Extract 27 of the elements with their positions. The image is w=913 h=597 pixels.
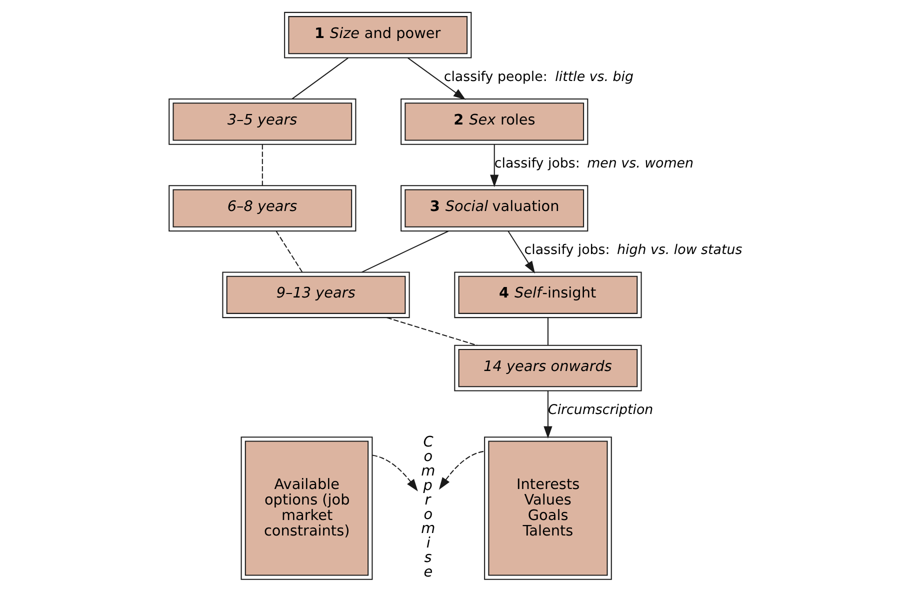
connector xyxy=(361,230,448,273)
arrow xyxy=(490,144,498,188)
arrow xyxy=(507,230,535,274)
edge-label: Circumscription xyxy=(547,402,653,418)
connector xyxy=(386,317,477,346)
edge-label: classify people: little vs. big xyxy=(443,70,633,85)
node-box: Interests Values Goals Talents xyxy=(484,436,612,580)
arrow xyxy=(543,391,552,439)
node-box: 3–5 years xyxy=(168,98,356,145)
arrow xyxy=(372,454,418,492)
arrow xyxy=(438,450,484,490)
node-box: 1 Size and power xyxy=(284,12,472,58)
connector xyxy=(275,230,302,272)
node-box: 9–13 years xyxy=(222,272,410,318)
connector xyxy=(546,318,548,345)
arrow xyxy=(407,58,466,100)
node-box: 4 Self-insight xyxy=(454,272,642,318)
connector xyxy=(291,58,348,100)
node-box: 3 Social valuation xyxy=(400,185,588,232)
node-box: 6–8 years xyxy=(168,185,356,232)
node-text: Compromise xyxy=(420,434,435,581)
edge-label: classify jobs: men vs. women xyxy=(494,156,694,172)
connector xyxy=(261,144,262,186)
node-box: 2 Sex roles xyxy=(400,98,588,145)
edge-label: classify jobs: high vs. low status xyxy=(524,243,742,258)
node-box: 14 years onwards xyxy=(454,344,642,392)
node-box: Available options (job market constraints) xyxy=(240,436,372,580)
